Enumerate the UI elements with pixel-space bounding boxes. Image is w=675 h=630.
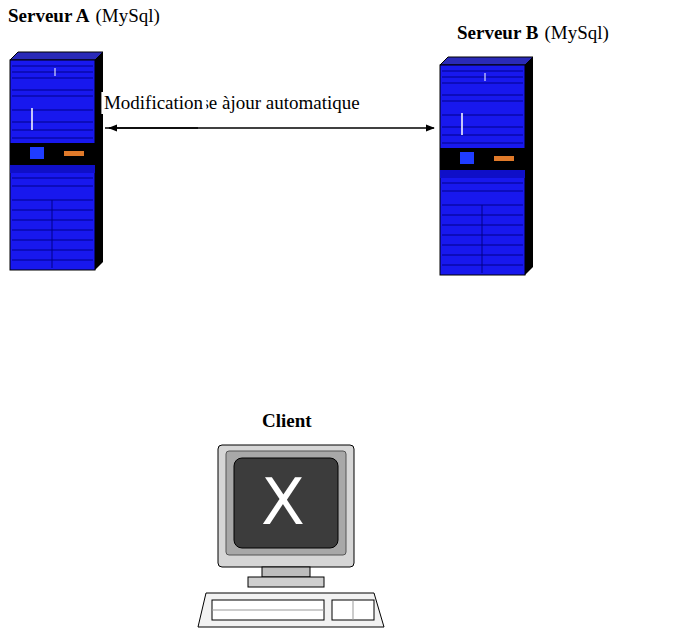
db-engine: (MySql) xyxy=(544,22,608,43)
node-heading: Client xyxy=(262,410,312,432)
arrow-connector xyxy=(105,127,434,128)
server-node: Serveur A(MySql) xyxy=(10,55,103,270)
server-name: Client xyxy=(262,410,312,431)
client-computer xyxy=(198,445,384,627)
node-heading: Serveur A (MySql) xyxy=(8,5,160,27)
server-name: Serveur B xyxy=(457,22,538,43)
screen-logo: X xyxy=(261,470,305,534)
edge-label: Modification xyxy=(101,92,206,114)
server-tower xyxy=(10,52,103,270)
server-node: Serveur B(MySql) xyxy=(440,60,533,275)
arrow-connector xyxy=(109,127,198,128)
server-tower xyxy=(440,57,533,275)
db-engine: (MySql) xyxy=(95,5,159,26)
server-name: Serveur A xyxy=(8,5,89,26)
node-heading: Serveur B (MySql) xyxy=(457,22,609,44)
